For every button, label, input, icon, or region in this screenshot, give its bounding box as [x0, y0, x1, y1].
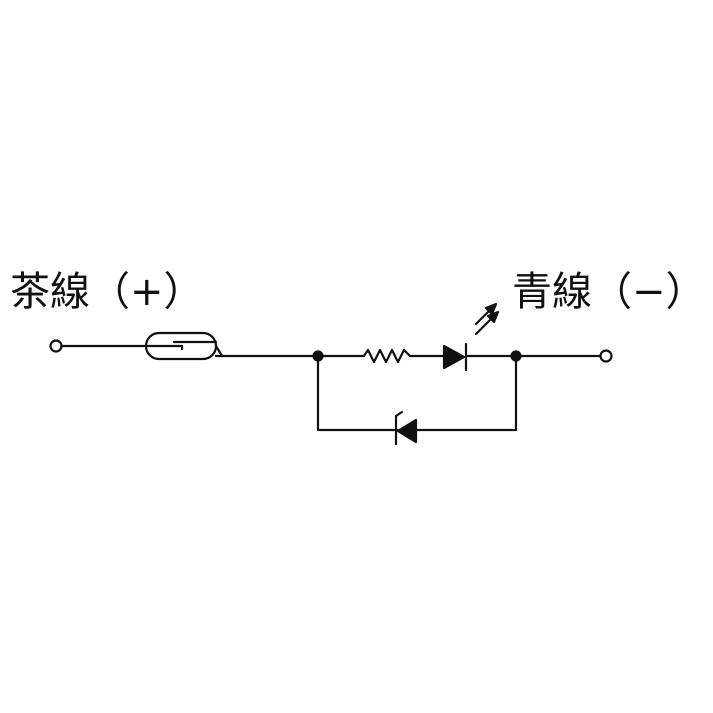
zener-diode: [394, 410, 418, 446]
wire-bottom-branch: [316, 354, 400, 432]
positive-terminal: [49, 339, 63, 353]
light-emitting-diode: [442, 302, 500, 372]
reed-switch: [144, 331, 218, 361]
negative-lead-label: 青線（−）: [512, 269, 706, 315]
positive-lead-label: 茶線（+）: [10, 269, 204, 315]
junction-right: [510, 350, 522, 362]
resistor: [362, 348, 412, 364]
junction-left: [312, 350, 324, 362]
negative-terminal: [599, 349, 613, 363]
